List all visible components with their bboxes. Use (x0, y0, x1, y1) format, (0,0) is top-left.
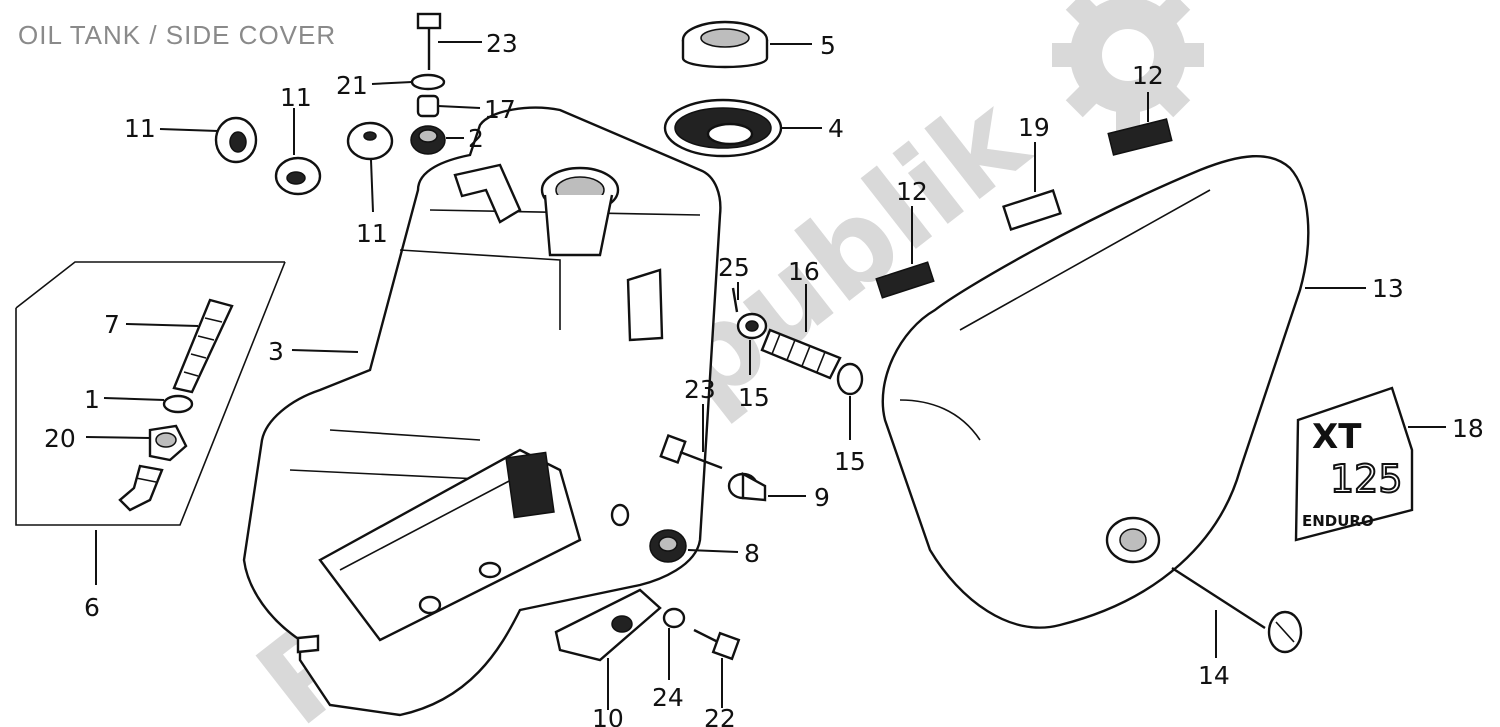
part-18-emblem: XT 125 ENDURO (1294, 386, 1414, 542)
part-14-screw (1171, 566, 1303, 654)
callout-14: 14 (1198, 661, 1230, 690)
part-3-oil-tank (242, 106, 722, 717)
part-23-bolt-top (416, 12, 442, 70)
callout-2: 2 (468, 124, 484, 153)
callout-12-lower: 12 (896, 177, 928, 206)
part-25-pin (731, 287, 739, 313)
callouts: 11 11 11 23 21 17 2 5 4 3 7 1 20 6 25 16… (44, 29, 1484, 727)
callout-13: 13 (1372, 274, 1404, 303)
callout-23-top: 23 (486, 29, 518, 58)
callout-21: 21 (336, 71, 368, 100)
part-5-filler-cap (681, 20, 769, 69)
callout-1: 1 (84, 385, 100, 414)
callout-11-right: 11 (356, 219, 388, 248)
part-12-label-lower (875, 261, 935, 299)
part-11-cap-left (214, 116, 258, 164)
gear-icon (1052, 0, 1204, 131)
part-13-side-cover (881, 154, 1310, 629)
callout-7: 7 (104, 310, 120, 339)
callout-12-upper: 12 (1132, 61, 1164, 90)
part-4-cap-seat (663, 98, 783, 158)
part-12-label-upper (1107, 118, 1173, 156)
callout-8: 8 (744, 539, 760, 568)
drain-fitting (118, 464, 164, 512)
callout-11-middle: 11 (280, 83, 312, 112)
part-17-collar (416, 94, 440, 118)
part-15-washer-upper (736, 312, 768, 340)
part-16-spring (760, 328, 842, 380)
part-8-grommet (649, 529, 687, 563)
part-10-bracket (554, 588, 662, 662)
callout-16: 16 (788, 257, 820, 286)
part-7-strainer (172, 298, 234, 394)
callout-23-middle: 23 (684, 375, 716, 404)
callout-15-upper: 15 (738, 383, 770, 412)
part-19-label (1002, 189, 1062, 231)
part-20-nut (148, 424, 188, 462)
part-9-collar (727, 471, 767, 502)
callout-18: 18 (1452, 414, 1484, 443)
callout-10: 10 (592, 704, 624, 727)
callout-17: 17 (484, 95, 516, 124)
part-21-washer (410, 73, 446, 91)
callout-11-left: 11 (124, 114, 156, 143)
strainer-assembly-box (15, 261, 286, 526)
emblem-line-2: 125 (1330, 457, 1403, 501)
callout-9: 9 (814, 483, 830, 512)
callout-5: 5 (820, 31, 836, 60)
part-1-washer (162, 394, 194, 414)
callout-19: 19 (1018, 113, 1050, 142)
part-24-washer (662, 607, 686, 629)
callout-3: 3 (268, 337, 284, 366)
emblem-line-1: XT (1312, 417, 1362, 457)
part-22-bolt (693, 628, 741, 661)
part-15-washer-lower (836, 362, 864, 396)
callout-6: 6 (84, 593, 100, 622)
part-23-bolt-middle (659, 434, 723, 470)
part-2-grommet (410, 125, 446, 155)
emblem-line-3: ENDURO (1302, 512, 1374, 530)
diagram-title: OIL TANK / SIDE COVER (18, 20, 337, 50)
part-11-cap-middle (274, 156, 322, 196)
callout-24: 24 (652, 683, 684, 712)
callout-15-lower: 15 (834, 447, 866, 476)
callout-4: 4 (828, 114, 844, 143)
callout-20: 20 (44, 424, 76, 453)
part-11-cap-right (346, 121, 394, 161)
callout-22: 22 (704, 704, 736, 727)
leader-lines (85, 41, 1446, 710)
callout-25: 25 (718, 253, 750, 282)
